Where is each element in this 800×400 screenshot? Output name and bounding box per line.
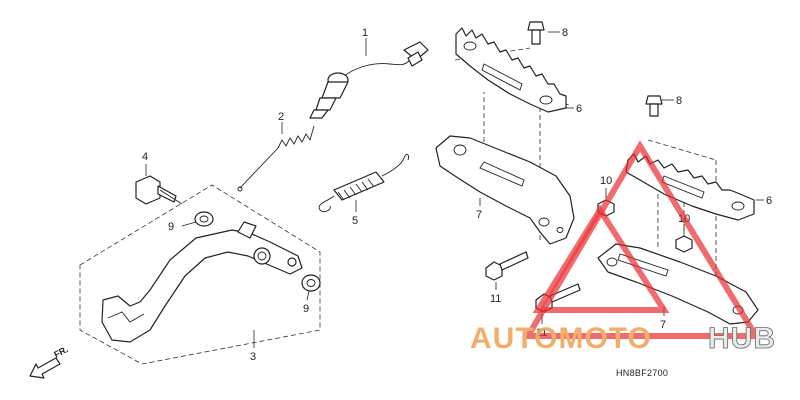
brake-switch (309, 41, 429, 119)
callout-1: 1 (362, 27, 368, 39)
upper-footpeg-assembly (435, 21, 615, 281)
watermark-text-hub: HUB (708, 322, 776, 355)
callout-3: 3 (250, 351, 256, 363)
watermark-logo: AUTOMOTO HUB (470, 140, 776, 355)
diagram-code: HN8BF2700 (616, 368, 668, 378)
watermark-triangle-inner (532, 204, 670, 313)
callout-2: 2 (278, 111, 284, 123)
switch-spring (237, 125, 315, 192)
washer-upper (194, 211, 214, 227)
callout-6-upper: 6 (576, 103, 582, 115)
callout-9-upper: 9 (168, 221, 174, 233)
footpeg-upper (455, 27, 567, 113)
callout-10-upper: 10 (600, 175, 612, 187)
footpeg-bracket-upper (435, 135, 575, 245)
washer-lower (301, 274, 321, 292)
callout-8-lower: 8 (676, 95, 682, 107)
callout-7-lower: 7 (660, 319, 666, 331)
watermark-text-auto: AUTOMOTO (470, 322, 652, 355)
pivot-bolt (135, 175, 183, 205)
callout-11-upper: 11 (490, 293, 501, 305)
callout-6-lower: 6 (766, 195, 772, 207)
callout-5: 5 (352, 215, 358, 227)
brake-pedal-assembly (79, 184, 321, 365)
callout-8-upper: 8 (562, 27, 568, 39)
callout-9-lower: 9 (303, 303, 309, 315)
front-direction-arrow: FR. (29, 344, 70, 379)
brake-pedal (101, 229, 303, 343)
return-spring (318, 153, 409, 213)
front-label: FR. (52, 344, 69, 360)
callout-4: 4 (142, 151, 148, 163)
footpeg-lower (625, 153, 755, 221)
callout-7-upper: 7 (476, 209, 482, 221)
